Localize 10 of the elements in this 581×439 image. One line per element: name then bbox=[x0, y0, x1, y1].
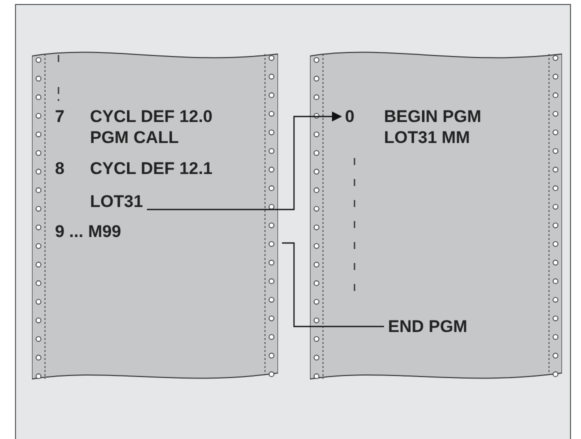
program-line: END PGM bbox=[388, 316, 468, 337]
program-line: 9 ... M99 bbox=[55, 221, 122, 242]
program-line: CYCL DEF 12.1 bbox=[90, 158, 213, 179]
program-line: CYCL DEF 12.0 PGM CALL bbox=[90, 106, 240, 148]
program-line: 7 bbox=[55, 106, 64, 127]
program-line: 0 bbox=[345, 106, 354, 127]
connector-arrow bbox=[146, 112, 342, 210]
program-line: LOT31 bbox=[90, 191, 143, 212]
program-line: BEGIN PGM LOT31 MM bbox=[384, 106, 524, 148]
program-line: 8 bbox=[55, 158, 64, 179]
